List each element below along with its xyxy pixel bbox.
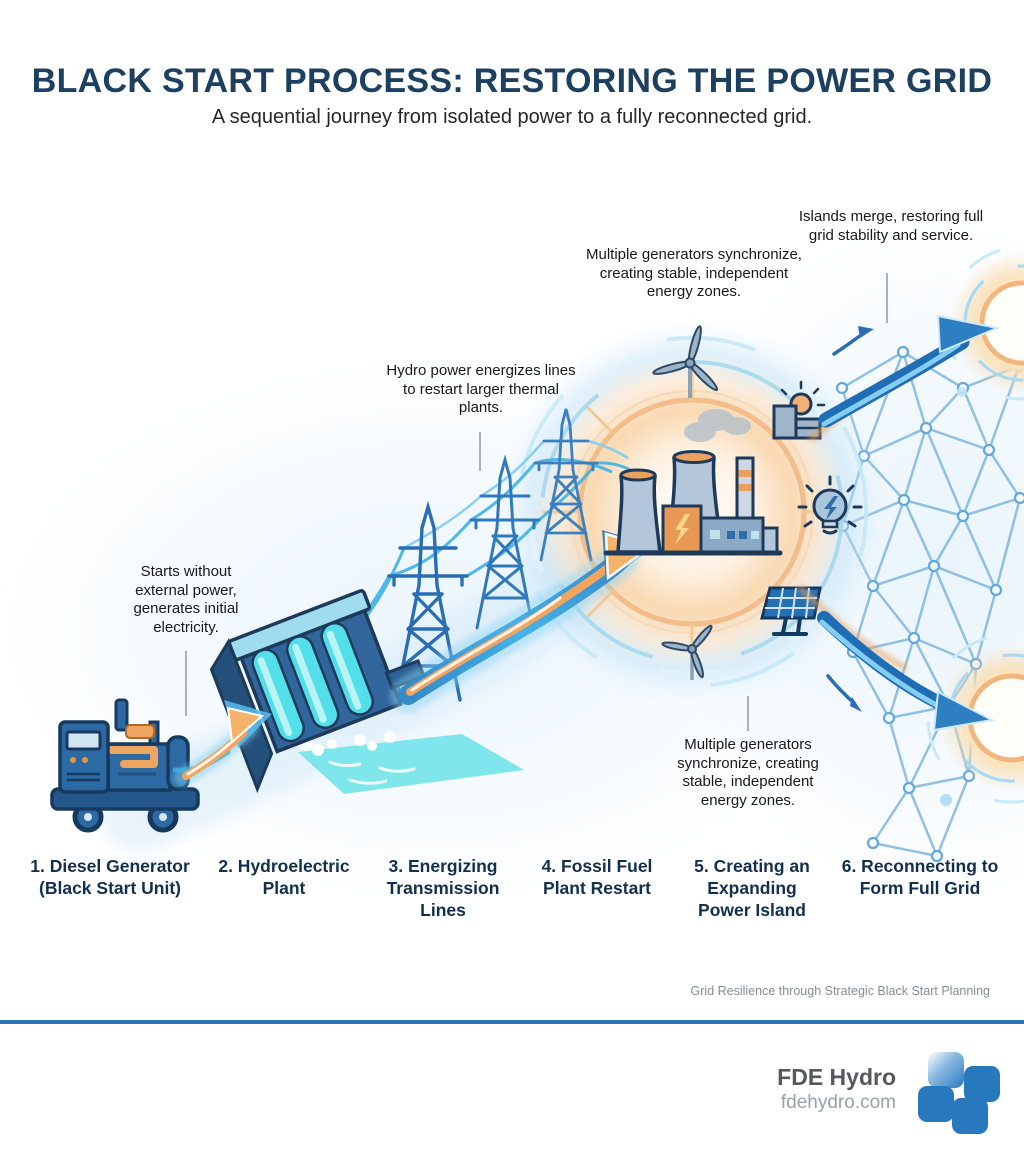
- step-label-1: 1. Diesel Generator (Black Start Unit): [30, 856, 190, 899]
- hydroelectric-dam-icon: [209, 589, 524, 794]
- footer-tagline: Grid Resilience through Strategic Black …: [690, 984, 990, 998]
- step-label-5: 5. Creating an Expanding Power Island: [694, 856, 810, 921]
- annotation-hydro: Hydro power energizes lines to restart l…: [386, 362, 576, 417]
- energy-arrow-icon: [172, 700, 272, 787]
- factory-sun-icon: [772, 380, 826, 440]
- wind-turbine-bottom-icon: [661, 624, 713, 680]
- annotation-island-top: Multiple generators synchronize, creatin…: [586, 246, 802, 301]
- annotation-merge: Islands merge, restoring full grid stabi…: [798, 208, 984, 244]
- diesel-generator-icon: [50, 698, 200, 833]
- step-label-3: 3. Energizing Transmission Lines: [386, 856, 500, 921]
- power-flow-arrow-icon: [390, 530, 654, 713]
- brand-url: fdehydro.com: [780, 1091, 896, 1113]
- wind-turbine-top-icon: [652, 325, 719, 398]
- brand-logo-icon: [918, 1046, 1002, 1138]
- fossil-plant-icon: [603, 409, 783, 556]
- annotation-island-bottom: Multiple generators synchronize, creatin…: [677, 736, 819, 809]
- lightbulb-icon: [797, 475, 863, 535]
- page-subtitle: A sequential journey from isolated power…: [211, 106, 813, 128]
- leader-lines: [185, 273, 888, 731]
- transmission-towers-icon: [387, 408, 599, 702]
- merge-arrow-top-icon: [809, 314, 1001, 441]
- grid-node-glow-top: [944, 245, 1024, 401]
- step-label-2: 2. Hydroelectric Plant: [218, 856, 350, 899]
- step-label-4: 4. Fossil Fuel Plant Restart: [541, 856, 653, 899]
- page-title: BLACK START PROCESS: RESTORING THE POWER…: [31, 62, 993, 100]
- step-label-6: 6. Reconnecting to Form Full Grid: [841, 856, 999, 899]
- brand-name: FDE Hydro: [777, 1064, 896, 1090]
- merge-arrow-bottom-icon: [797, 585, 996, 732]
- footer-divider: [0, 1020, 1024, 1024]
- annotation-diesel: Starts without external power, generates…: [133, 563, 239, 636]
- brand-block: FDE Hydro fdehydro.com: [777, 1063, 896, 1114]
